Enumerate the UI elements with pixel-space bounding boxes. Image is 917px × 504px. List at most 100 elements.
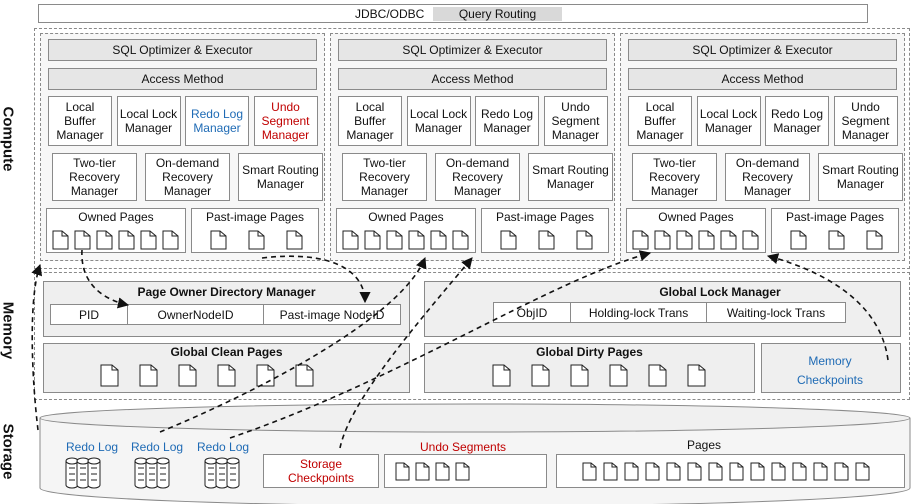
jdbc-odbc-label: JDBC/ODBC	[355, 7, 425, 21]
owned-page-icon-3-5	[720, 230, 737, 250]
recovery-3-node-1: Smart Routing Manager	[238, 153, 323, 201]
access-method-3: Access Method	[628, 68, 897, 90]
owned-page-icon-2-3	[386, 230, 403, 250]
owned-page-icon-1-6	[162, 230, 179, 250]
storage-page-icon-12	[813, 462, 828, 481]
owned-page-icon-1-2	[74, 230, 91, 250]
dirty-page-icon-2	[531, 364, 550, 387]
recovery-2-node-3: On-demand Recovery Manager	[725, 153, 810, 201]
undo-page-icon-2	[415, 462, 430, 481]
past-page-icon-1-1	[210, 230, 227, 250]
owned-page-icon-1-1	[52, 230, 69, 250]
owned-page-icon-3-4	[698, 230, 715, 250]
dirty-page-icon-1	[492, 364, 511, 387]
undo-page-icon-3	[435, 462, 450, 481]
owned-page-icon-1-5	[140, 230, 157, 250]
recovery-3-node-3: Smart Routing Manager	[818, 153, 903, 201]
manager-1-node-1: Local Buffer Manager	[48, 96, 112, 146]
sql-optimizer-executor-2: SQL Optimizer & Executor	[338, 39, 607, 61]
redo-log-label-3: Redo Log	[197, 440, 250, 454]
past-page-icon-1-3	[286, 230, 303, 250]
owned-page-icon-3-6	[742, 230, 759, 250]
storage-page-icon-11	[792, 462, 807, 481]
redo-log-drum-3	[204, 457, 240, 489]
storage-page-icon-10	[771, 462, 786, 481]
owned-page-icon-3-3	[676, 230, 693, 250]
undo-segments-label: Undo Segments	[420, 440, 507, 454]
clean-page-icon-4	[217, 364, 236, 387]
manager-1-node-2: Local Buffer Manager	[338, 96, 402, 146]
storage-page-icon-6	[687, 462, 702, 481]
storage-page-icon-3	[624, 462, 639, 481]
storage-page-icon-5	[666, 462, 681, 481]
clean-page-icon-5	[256, 364, 275, 387]
redo-log-label-1: Redo Log	[66, 440, 119, 454]
past-page-icon-3-2	[828, 230, 845, 250]
owned-pages-label-3: Owned Pages	[658, 210, 734, 224]
manager-2-node-1: Local Lock Manager	[116, 96, 181, 146]
past-page-icon-3-1	[790, 230, 807, 250]
manager-3-node-2: Redo Log Manager	[475, 96, 539, 146]
owned-page-icon-3-1	[632, 230, 649, 250]
clean-page-icon-1	[100, 364, 119, 387]
recovery-2-node-1: On-demand Recovery Manager	[145, 153, 230, 201]
query-routing-label: Query Routing	[433, 7, 562, 21]
manager-4-node-1: Undo Segment Manager	[253, 96, 318, 146]
recovery-1-node-2: Two-tier Recovery Manager	[342, 153, 427, 201]
owned-pages-label-2: Owned Pages	[368, 210, 444, 224]
glm-title: Global Lock Manager	[659, 285, 781, 299]
sql-optimizer-executor-3: SQL Optimizer & Executor	[628, 39, 897, 61]
manager-3-node-3: Redo Log Manager	[765, 96, 829, 146]
past-page-icon-2-3	[576, 230, 593, 250]
manager-1-node-3: Local Buffer Manager	[628, 96, 692, 146]
redo-log-drum-2	[134, 457, 170, 489]
past-page-icon-2-2	[538, 230, 555, 250]
owned-page-icon-1-3	[96, 230, 113, 250]
dirty-page-icon-4	[609, 364, 628, 387]
storage-page-icon-2	[603, 462, 618, 481]
access-method-1: Access Method	[48, 68, 317, 90]
manager-2-node-2: Local Lock Manager	[406, 96, 471, 146]
owned-pages-label-1: Owned Pages	[78, 210, 154, 224]
redo-log-label-2: Redo Log	[131, 440, 184, 454]
clean-page-icon-6	[295, 364, 314, 387]
past-page-icon-3-3	[866, 230, 883, 250]
clean-page-icon-3	[178, 364, 197, 387]
storage-page-icon-1	[582, 462, 597, 481]
recovery-3-node-2: Smart Routing Manager	[528, 153, 613, 201]
owned-page-icon-2-2	[364, 230, 381, 250]
dirty-page-icon-5	[648, 364, 667, 387]
past-page-icon-1-2	[248, 230, 265, 250]
manager-2-node-3: Local Lock Manager	[696, 96, 761, 146]
owned-page-icon-1-4	[118, 230, 135, 250]
past-image-pages-label-3: Past-image Pages	[785, 210, 885, 224]
access-method-2: Access Method	[338, 68, 607, 90]
past-page-icon-2-1	[500, 230, 517, 250]
owned-page-icon-3-2	[654, 230, 671, 250]
sql-optimizer-executor-1: SQL Optimizer & Executor	[48, 39, 317, 61]
storage-checkpoints: Storage Checkpoints	[263, 454, 379, 488]
redo-log-drum-1	[65, 457, 101, 489]
manager-3-node-1: Redo Log Manager	[185, 96, 249, 146]
dirty-page-icon-6	[687, 364, 706, 387]
pages-label: Pages	[687, 438, 722, 452]
storage-page-icon-13	[834, 462, 849, 481]
storage-page-icon-4	[645, 462, 660, 481]
recovery-2-node-2: On-demand Recovery Manager	[435, 153, 520, 201]
past-image-pages-label-1: Past-image Pages	[205, 210, 305, 224]
storage-page-icon-8	[729, 462, 744, 481]
owned-page-icon-2-1	[342, 230, 359, 250]
storage-page-icon-14	[855, 462, 870, 481]
undo-page-icon-1	[395, 462, 410, 481]
clean-page-icon-2	[139, 364, 158, 387]
dirty-page-icon-3	[570, 364, 589, 387]
owned-page-icon-2-4	[408, 230, 425, 250]
undo-page-icon-4	[455, 462, 470, 481]
recovery-1-node-3: Two-tier Recovery Manager	[632, 153, 717, 201]
owned-page-icon-2-5	[430, 230, 447, 250]
past-image-pages-label-2: Past-image Pages	[495, 210, 595, 224]
recovery-1-node-1: Two-tier Recovery Manager	[52, 153, 137, 201]
owned-page-icon-2-6	[452, 230, 469, 250]
manager-4-node-3: Undo Segment Manager	[833, 96, 898, 146]
storage-page-icon-9	[750, 462, 765, 481]
